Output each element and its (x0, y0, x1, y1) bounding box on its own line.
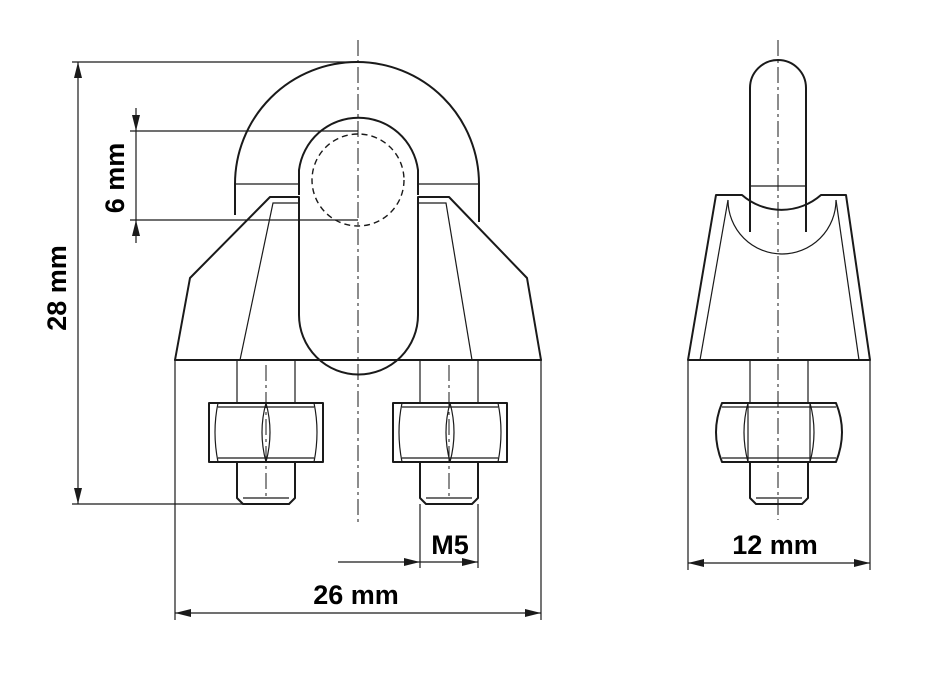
rope-hidden-outline (311, 133, 405, 227)
dim-height: 28 mm (42, 61, 358, 505)
right-bolt (392, 360, 508, 505)
side-nut (715, 402, 843, 463)
side-view (687, 40, 871, 520)
rope-section (298, 116, 419, 195)
dim-width: 26 mm (174, 360, 542, 620)
dim-width-label: 26 mm (313, 580, 399, 610)
dim-rod-label: 6 mm (100, 143, 130, 214)
dim-depth: 12 mm (687, 360, 871, 570)
saddle-body (174, 196, 542, 376)
dim-height-label: 28 mm (42, 245, 72, 331)
front-view (174, 40, 542, 525)
saddle-side (687, 194, 871, 361)
right-nut (392, 402, 508, 463)
dim-thread: M5 (338, 504, 479, 568)
u-bolt-bow (234, 61, 480, 222)
dim-depth-label: 12 mm (732, 530, 818, 560)
dim-thread-label: M5 (431, 530, 469, 560)
dim-rod: 6 mm (100, 108, 358, 243)
